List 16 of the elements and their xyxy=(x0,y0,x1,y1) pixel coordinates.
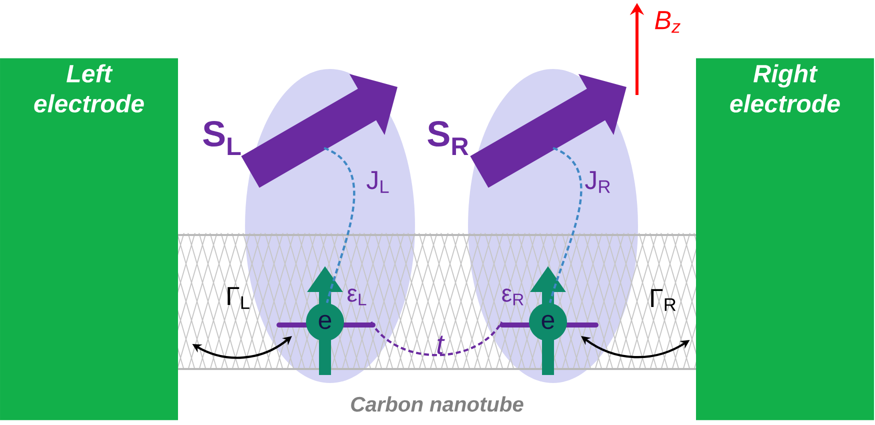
electrode-box: Right electrode xyxy=(696,58,874,420)
edge-label: Γ$_{R}$ xyxy=(651,289,676,311)
energy-label: ε$_{R}$ xyxy=(502,288,524,306)
field-label: B$_{z}$ xyxy=(655,11,680,33)
energy-label: ε$_{L}$ xyxy=(348,288,366,306)
edge-label: J$_{R}$ xyxy=(585,171,610,193)
edge-label: Γ$_{L}$ xyxy=(228,287,250,309)
caption-label: Carbon nanotube xyxy=(351,396,524,412)
edge-label: t xyxy=(437,336,445,354)
spin-label: S$_{R}$ xyxy=(428,121,468,155)
dashed-line xyxy=(324,147,356,304)
dashed-line xyxy=(548,147,582,304)
electrode-box: Left electrode xyxy=(0,58,178,420)
dashed-line xyxy=(370,321,503,356)
spin-label: S$_{L}$ xyxy=(203,121,241,155)
edge-label: J$_{L}$ xyxy=(366,171,389,193)
